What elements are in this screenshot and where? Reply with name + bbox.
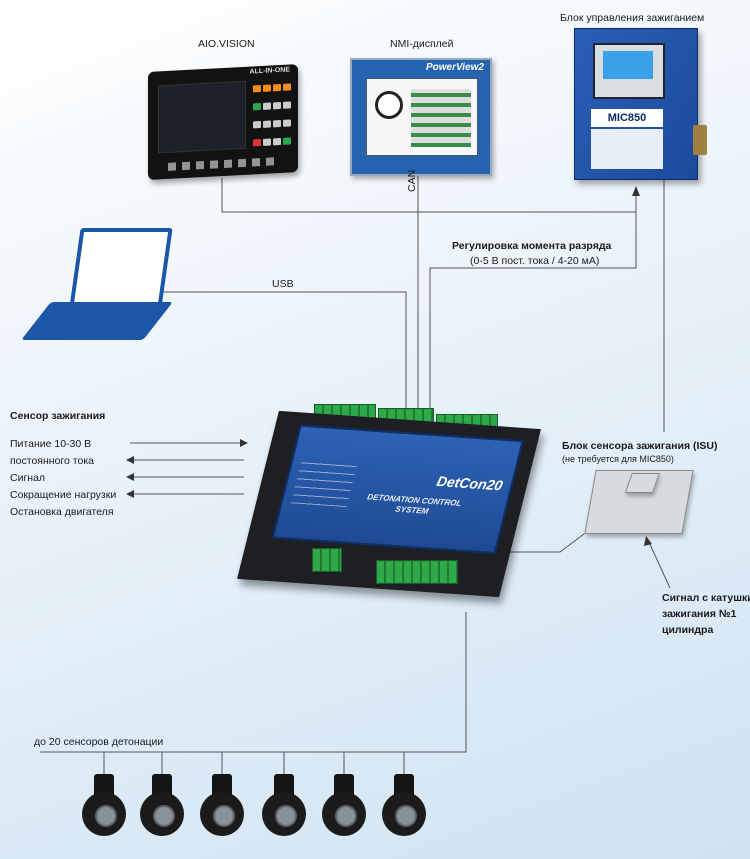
discharge-range: (0-5 В пост. тока / 4-20 мА) bbox=[470, 255, 600, 267]
mic850-display bbox=[593, 43, 665, 99]
discharge-wire bbox=[429, 195, 637, 412]
isu-device bbox=[584, 470, 694, 534]
knock-sensor-icon bbox=[82, 774, 126, 844]
bar-graph-icon bbox=[411, 89, 471, 147]
nmi-screen bbox=[366, 78, 478, 156]
isu-detcon-wire bbox=[500, 527, 593, 553]
mic850-ignition-unit: MIC850 bbox=[574, 28, 707, 180]
can-bus-wire bbox=[221, 178, 637, 213]
usb-wire bbox=[156, 291, 407, 412]
usb-label: USB bbox=[272, 278, 294, 290]
detcon-brand: DetCon20 bbox=[435, 472, 505, 494]
knock-sensor-icon bbox=[262, 774, 306, 844]
isu-terminal bbox=[624, 473, 660, 493]
isu-title: Блок сенсора зажигания (ISU) bbox=[562, 440, 718, 452]
knock-sensor-icon bbox=[382, 774, 426, 844]
signal-power: Питание 10-30 В bbox=[10, 438, 92, 450]
aio-brand: ALL-IN-ONE bbox=[249, 66, 290, 76]
signal-signal: Сигнал bbox=[10, 472, 46, 484]
knock-bus-wire bbox=[40, 612, 467, 753]
signal-load-reduction: Сокращение нагрузки bbox=[10, 489, 117, 501]
coil-signal-line-2: зажигания №1 bbox=[662, 608, 737, 620]
aio-buttons bbox=[168, 157, 278, 171]
knock-sensors-label: до 20 сенсоров детонации bbox=[34, 736, 164, 748]
knock-sensor-icon bbox=[200, 774, 244, 844]
laptop-icon bbox=[69, 228, 173, 308]
discharge-title: Регулировка момента разряда bbox=[452, 240, 612, 252]
terminal-block-bottom-2 bbox=[376, 560, 458, 584]
sensor-title: Сенсор зажигания bbox=[10, 410, 106, 422]
nmi-display-label: NMI-дисплей bbox=[390, 38, 454, 50]
knock-sensor-icon bbox=[140, 774, 184, 844]
signal-dc: постоянного тока bbox=[10, 455, 94, 467]
mic850-brand: MIC850 bbox=[591, 109, 663, 127]
aio-keypad bbox=[252, 78, 292, 147]
detcon-system-label: DETONATION CONTROL SYSTEM bbox=[366, 492, 463, 516]
detcon-front-panel: DetCon20 DETONATION CONTROL SYSTEM bbox=[271, 424, 524, 555]
can-label: CAN bbox=[406, 169, 418, 192]
isu-note: (не требуется для MIC850) bbox=[562, 454, 674, 464]
ignition-unit-label: Блок управления зажиганием bbox=[560, 12, 705, 24]
connector-icon bbox=[693, 125, 707, 155]
nmi-brand: PowerView2 bbox=[426, 62, 484, 73]
nmi-display-device: PowerView2 bbox=[350, 58, 492, 176]
coil-signal-line-3: цилиндра bbox=[662, 624, 714, 636]
aio-vision-device: ALL-IN-ONE bbox=[148, 64, 298, 180]
aio-screen bbox=[158, 80, 246, 154]
signal-engine-stop: Остановка двигателя bbox=[10, 506, 114, 518]
aio-vision-label: AIO.VISION bbox=[198, 38, 255, 50]
gauge-icon bbox=[375, 91, 403, 119]
coil-signal-line-1: Сигнал с катушки bbox=[662, 592, 750, 604]
knock-sensor-icon bbox=[322, 774, 366, 844]
terminal-block-bottom-1 bbox=[312, 548, 342, 572]
